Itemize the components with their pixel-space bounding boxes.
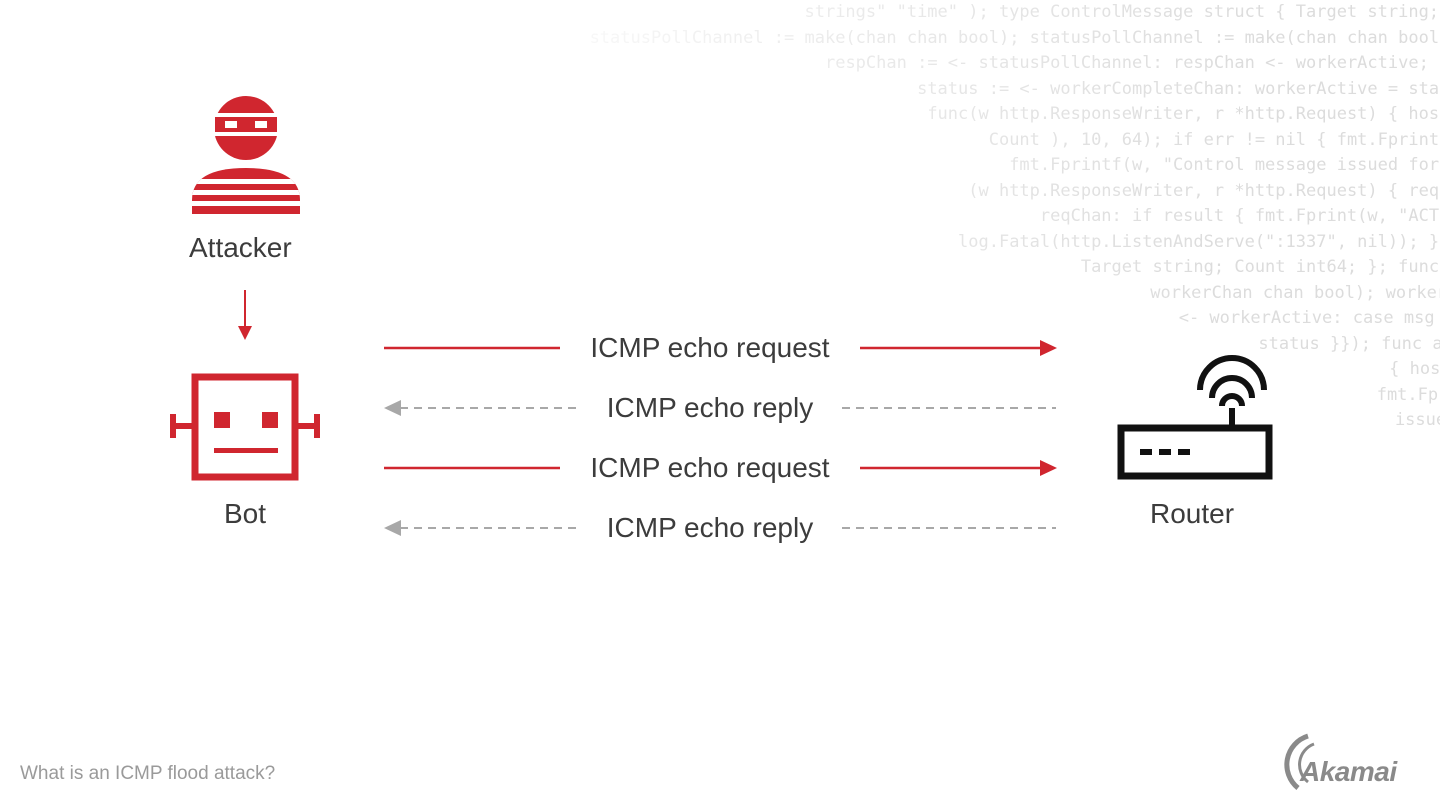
router-label: Router <box>1150 498 1235 529</box>
reply-arrow-1 <box>384 400 1056 416</box>
message-label-1: ICMP echo request <box>590 332 830 363</box>
request-arrow-1 <box>384 340 1057 356</box>
robot-icon <box>170 373 320 481</box>
attacker-label: Attacker <box>189 232 292 263</box>
akamai-logo-text: Akamai <box>1300 756 1397 787</box>
message-label-4: ICMP echo reply <box>606 512 814 543</box>
attacker-to-bot-arrow <box>238 290 252 340</box>
message-label-3: ICMP echo request <box>590 452 830 483</box>
masked-person-icon <box>192 96 300 214</box>
message-label-2: ICMP echo reply <box>606 392 814 423</box>
bot-label: Bot <box>224 498 267 529</box>
reply-arrow-2 <box>384 520 1056 536</box>
wifi-router-icon <box>1117 355 1273 480</box>
request-arrow-2 <box>384 460 1057 476</box>
akamai-logo-icon <box>1284 733 1315 790</box>
slide-caption: What is an ICMP flood attack? <box>20 763 276 784</box>
